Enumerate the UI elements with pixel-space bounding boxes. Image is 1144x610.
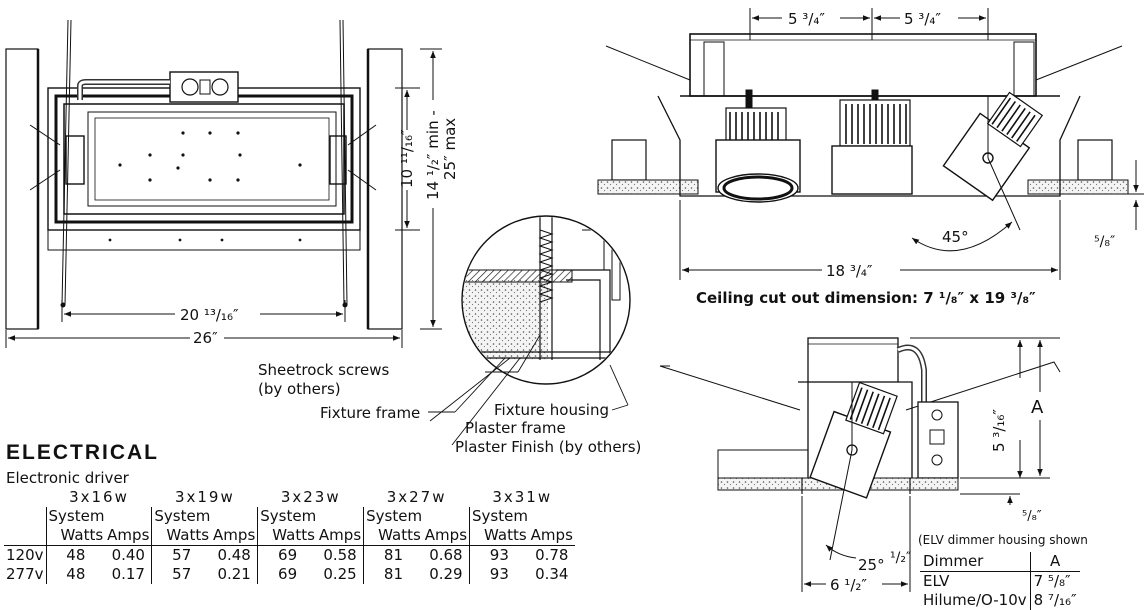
watts-cell: 81 — [363, 565, 423, 584]
amps-label: Amps — [424, 526, 468, 544]
amps-cell: 0.40 — [111, 546, 145, 564]
elv-housing-note: (ELV dimmer housing shown — [918, 533, 1088, 547]
table-row: 120v 48 0.40 57 0.48 69 0.58 81 0.68 93 … — [4, 545, 575, 565]
config-header: 3x16w — [69, 488, 129, 506]
table-row: 277v 48 0.17 57 0.21 69 0.25 81 0.29 93 … — [4, 565, 575, 584]
section-detail — [461, 215, 631, 385]
table-row: ELV 7 ⁵/₈″ — [920, 571, 1080, 591]
amps-cell: 0.78 — [535, 546, 569, 564]
top-view-dimensions — [5, 48, 442, 348]
front-view-dimensions — [679, 8, 1144, 280]
label-fixture-housing: Fixture housing — [494, 401, 609, 419]
watts-cell: 57 — [151, 565, 212, 584]
electrical-subtitle: Electronic driver — [6, 469, 129, 487]
label-sheetrock-1: Sheetrock screws — [258, 361, 389, 379]
dim-side-height: 5 ³/₁₆″ — [990, 409, 1008, 452]
watts-cell: 57 — [151, 545, 212, 565]
label-plaster-finish: Plaster Finish (by others) — [455, 438, 641, 456]
label-sheetrock-2: (by others) — [258, 380, 341, 398]
electrical-table: 3x16w 3x19w 3x23w 3x27w 3x31w System Sys… — [4, 488, 575, 584]
amps-label: Amps — [318, 526, 362, 544]
detail-leaders — [428, 334, 629, 446]
system-label: System — [151, 507, 258, 526]
amps-label: Amps — [213, 526, 256, 544]
watts-label: Watts — [45, 526, 106, 546]
amps-label: Amps — [530, 526, 573, 544]
amps-cell: 0.34 — [535, 565, 569, 583]
watts-cell: 81 — [363, 545, 423, 565]
config-header: 3x19w — [174, 488, 235, 506]
dim-width-outer: 26″ — [193, 329, 218, 347]
dim-spacing-right: 5 ³/₄″ — [904, 10, 941, 28]
system-label: System — [469, 507, 575, 526]
watts-label: Watts — [257, 526, 317, 546]
voltage-cell: 277v — [6, 565, 44, 583]
dim-side-bottom: ⁵/₈″ — [1022, 509, 1042, 524]
dimmer-table: Dimmer A ELV 7 ⁵/₈″ Hilume/O-10v 8 ⁷/₁₆″ — [920, 552, 1080, 610]
amps-cell: 0.29 — [429, 565, 463, 583]
dim-height-range: 14 ¹/₂″ min - — [424, 110, 442, 200]
side-view-dimensions — [801, 337, 1060, 592]
dim-width-inner: 20 ¹³/₁₆″ — [180, 306, 239, 324]
dim-side-a: A — [1031, 397, 1044, 418]
label-plaster-frame: Plaster frame — [465, 419, 566, 437]
dim-overall: 18 ³/₄″ — [826, 262, 873, 280]
dim-height-inner: 10 ¹¹/₁₆″ — [398, 129, 416, 188]
config-header: 3x23w — [280, 488, 341, 506]
watts-cell: 69 — [257, 545, 317, 565]
watts-label: Watts — [469, 526, 529, 546]
amps-cell: 0.17 — [111, 565, 145, 583]
system-label: System — [45, 507, 152, 526]
table-row: Hilume/O-10v 8 ⁷/₁₆″ — [920, 591, 1080, 610]
voltage-cell: 120v — [6, 546, 44, 564]
watts-cell: 48 — [45, 565, 106, 584]
amps-cell: 0.21 — [217, 565, 251, 583]
front-view — [597, 33, 1129, 203]
a-header: A — [1029, 552, 1080, 572]
watts-cell: 48 — [45, 545, 106, 565]
amps-cell: 0.58 — [323, 546, 357, 564]
watts-label: Watts — [151, 526, 212, 546]
watts-cell: 93 — [469, 565, 529, 584]
watts-cell: 93 — [469, 545, 529, 565]
dim-side-lip: ¹/₂″ — [890, 550, 911, 566]
dim-height-max: 25″ max — [441, 118, 459, 180]
system-label: System — [363, 507, 470, 526]
a-cell: 8 ⁷/₁₆″ — [1029, 591, 1080, 610]
a-cell: 7 ⁵/₈″ — [1029, 571, 1080, 591]
system-label: System — [257, 507, 364, 526]
top-view — [5, 19, 403, 330]
watts-label: Watts — [363, 526, 423, 546]
amps-cell: 0.68 — [429, 546, 463, 564]
amps-label: Amps — [107, 526, 150, 544]
side-view — [659, 337, 1061, 499]
config-header: 3x31w — [492, 488, 553, 506]
amps-cell: 0.25 — [323, 565, 357, 583]
config-header: 3x27w — [386, 488, 447, 506]
dim-angle-45: 45° — [942, 228, 969, 246]
dim-side-angle: 25° — [858, 556, 885, 574]
label-fixture-frame: Fixture frame — [320, 404, 420, 422]
amps-cell: 0.48 — [217, 546, 251, 564]
dim-side-width: 6 ¹/₂″ — [830, 576, 867, 594]
dimmer-cell: Hilume/O-10v — [923, 591, 1027, 609]
dim-side: ⁵/₈″ — [1094, 234, 1115, 250]
watts-cell: 69 — [257, 565, 317, 584]
dim-spacing-left: 5 ³/₄″ — [788, 10, 825, 28]
dimmer-cell: ELV — [923, 572, 950, 590]
cutout-note: Ceiling cut out dimension: 7 ¹/₈″ x 19 ³… — [696, 289, 1036, 307]
electrical-title: ELECTRICAL — [6, 441, 159, 464]
dimmer-header: Dimmer — [923, 552, 984, 570]
